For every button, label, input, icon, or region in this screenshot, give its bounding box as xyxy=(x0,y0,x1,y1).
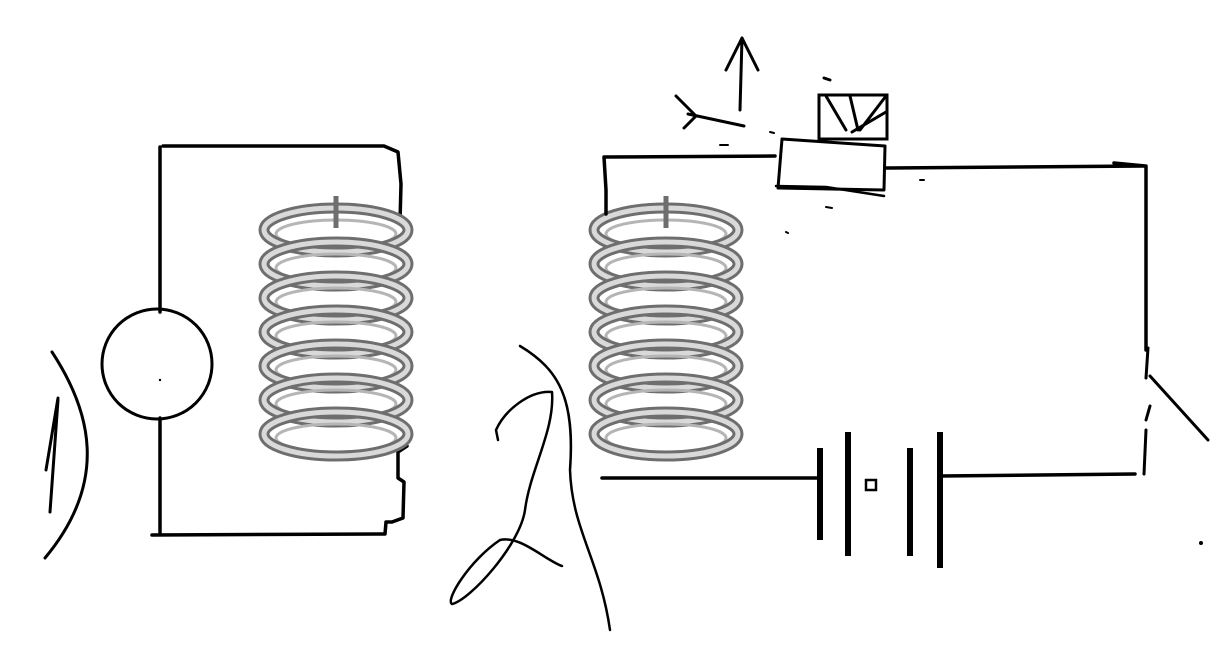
coil-turn-highlight xyxy=(591,239,741,289)
galvanometer-bottom-edge xyxy=(774,184,886,198)
stray-dot xyxy=(1199,541,1203,545)
right-wire-top-left xyxy=(602,154,777,216)
coil-turn-highlight xyxy=(591,307,741,357)
primary-coil xyxy=(258,196,414,462)
switch-lever xyxy=(1144,346,1210,442)
galvanometer xyxy=(774,76,889,198)
galvanometer-needles xyxy=(822,76,888,134)
left-annotation xyxy=(43,350,89,560)
left-circuit xyxy=(100,144,409,537)
ac-source-center-dot xyxy=(158,378,162,382)
annotation-arc xyxy=(43,350,89,560)
coil-turn-highlight xyxy=(591,375,741,425)
coil-turn-highlight xyxy=(591,409,741,459)
switch-lower-contact xyxy=(1142,404,1152,476)
secondary-coil xyxy=(588,196,744,462)
coil-turn-highlight xyxy=(261,375,411,425)
up-arrow-icon xyxy=(724,36,760,112)
right-wire-top-right xyxy=(884,161,1148,352)
coil-turn-highlight xyxy=(261,341,411,391)
hand-scribble xyxy=(449,344,612,632)
left-wire xyxy=(150,144,409,537)
finger-line xyxy=(518,344,612,632)
left-arrow-icon xyxy=(674,94,746,130)
coil-turn-highlight xyxy=(261,409,411,459)
coil-turn-highlight xyxy=(261,307,411,357)
coil-turn-highlight xyxy=(591,273,741,323)
galvanometer-dial-window xyxy=(817,93,889,141)
coil-turn-highlight xyxy=(591,341,741,391)
battery xyxy=(817,432,943,568)
galvanometer-body xyxy=(776,137,887,192)
right-circuit xyxy=(600,36,1210,568)
coil-turn-highlight xyxy=(261,273,411,323)
hand-scribble-loop xyxy=(449,390,564,606)
switch xyxy=(1142,346,1210,545)
stray-marks xyxy=(719,131,925,234)
coil-turn-highlight xyxy=(261,239,411,289)
right-wire-bottom-right xyxy=(938,472,1137,478)
annotation-arrow xyxy=(44,396,60,514)
battery-center-mark xyxy=(864,478,878,492)
ac-source-circle xyxy=(100,307,214,421)
axis-arrows xyxy=(674,36,925,234)
